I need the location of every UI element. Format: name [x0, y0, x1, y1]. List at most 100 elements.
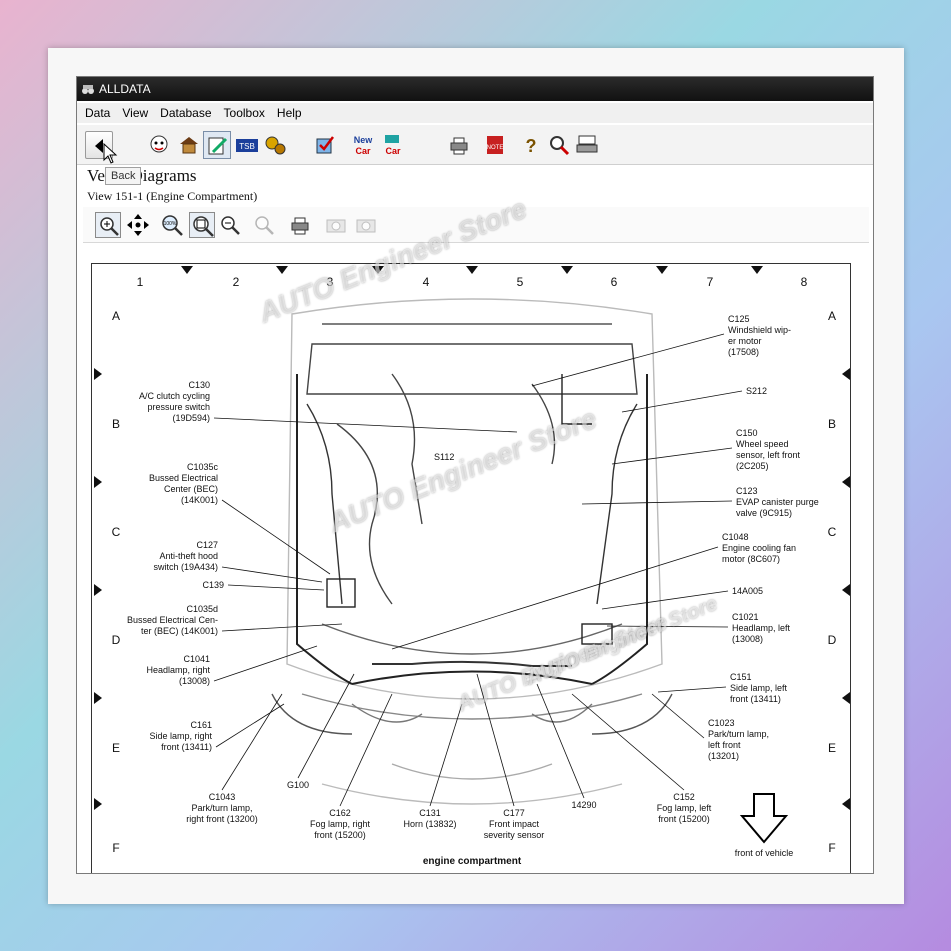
callout-text: Headlamp, right: [146, 665, 210, 675]
note-button[interactable]: NOTE: [481, 131, 509, 159]
row-tick-right: [842, 692, 850, 704]
exit-button[interactable]: [573, 131, 601, 159]
row-label-left: C: [112, 525, 121, 539]
menu-database[interactable]: Database: [160, 106, 212, 120]
row-label-right: B: [828, 417, 836, 431]
pan-button[interactable]: [125, 212, 151, 238]
print-button[interactable]: [445, 131, 473, 159]
zoom-100-button[interactable]: 100%: [159, 212, 185, 238]
component-callout[interactable]: 14290: [536, 683, 597, 810]
new-car-button[interactable]: New Car: [349, 131, 377, 159]
callout-leader-line: [476, 673, 515, 807]
search-button[interactable]: [545, 131, 573, 159]
component-callout[interactable]: 14A005: [601, 586, 763, 610]
column-tick: [181, 266, 193, 274]
callout-leader-line: [429, 703, 463, 807]
clipboard-check-icon: [316, 136, 334, 154]
technician-tool-button[interactable]: [145, 131, 173, 159]
row-tick-right: [842, 476, 850, 488]
copy-image-button[interactable]: [323, 212, 349, 238]
save-image-button[interactable]: [353, 212, 379, 238]
zoom-in-button[interactable]: [95, 212, 121, 238]
callout-text: G100: [287, 780, 309, 790]
callout-leader-line: [215, 703, 285, 748]
callout-text: C150: [736, 428, 758, 438]
car-file-icon: Car: [385, 135, 401, 156]
callout-text: Side lamp, right: [149, 731, 212, 741]
callout-text: S212: [746, 386, 767, 396]
row-label-right: E: [828, 741, 836, 755]
row-tick-left: [94, 584, 102, 596]
menu-help[interactable]: Help: [276, 106, 302, 120]
alldata-app-icon: [82, 85, 94, 94]
callout-text: front (15200): [658, 814, 710, 824]
row-label-right: A: [828, 309, 836, 323]
callout-text: front (13411): [730, 694, 781, 704]
callout-text: 14A005: [732, 586, 763, 596]
menu-toolbox[interactable]: Toolbox: [223, 106, 265, 120]
zoom-reset-button[interactable]: [251, 212, 277, 238]
callout-text: Center (BEC): [164, 484, 218, 494]
column-label: 3: [327, 275, 334, 289]
help-button[interactable]: ?: [517, 131, 545, 159]
callout-text: Horn (13832): [403, 819, 456, 829]
callout-text: Front impact: [489, 819, 540, 829]
zoom-out-icon: [221, 216, 240, 235]
callout-text: C1048: [722, 532, 749, 542]
row-tick-left: [94, 368, 102, 380]
tsb-button[interactable]: TSB: [233, 131, 261, 159]
new-car-icon: New Car: [354, 135, 374, 156]
print-setup-button[interactable]: [311, 131, 339, 159]
car-file-button[interactable]: Car: [379, 131, 407, 159]
row-label-left: E: [112, 741, 120, 755]
zoom-out-button[interactable]: [217, 212, 243, 238]
tsb-icon: TSB: [236, 139, 258, 152]
menu-view[interactable]: View: [122, 106, 149, 120]
callout-text: C177: [503, 808, 525, 818]
splice-s112-label: S112: [434, 452, 454, 462]
component-callout[interactable]: S212: [621, 386, 767, 413]
callout-leader-line: [651, 693, 705, 739]
callout-text: er motor: [728, 336, 762, 346]
maintenance-button[interactable]: [261, 131, 289, 159]
row-label-right: D: [828, 633, 837, 647]
title-bar: ALLDATA: [77, 77, 873, 101]
mouse-cursor-icon: [103, 143, 118, 164]
menu-data[interactable]: Data: [85, 106, 111, 120]
diagram-view-button[interactable]: [203, 131, 231, 159]
component-callout[interactable]: G100: [287, 673, 355, 790]
zoom-fit-button[interactable]: [189, 212, 215, 238]
component-callout[interactable]: C139: [202, 580, 325, 591]
callout-text: 14290: [571, 800, 596, 810]
diagram-viewer-toolbar: 100%: [83, 207, 869, 243]
column-label: 6: [611, 275, 618, 289]
main-toolbar: TSB New Car Car NOTE: [77, 125, 873, 165]
callout-text: C125: [728, 314, 750, 324]
home-button[interactable]: [175, 131, 203, 159]
print-diagram-button[interactable]: [287, 212, 313, 238]
callout-leader-line: [213, 417, 518, 433]
callout-text: C130: [188, 380, 210, 390]
callout-leader-line: [571, 693, 685, 791]
callout-text: (17508): [728, 347, 759, 357]
